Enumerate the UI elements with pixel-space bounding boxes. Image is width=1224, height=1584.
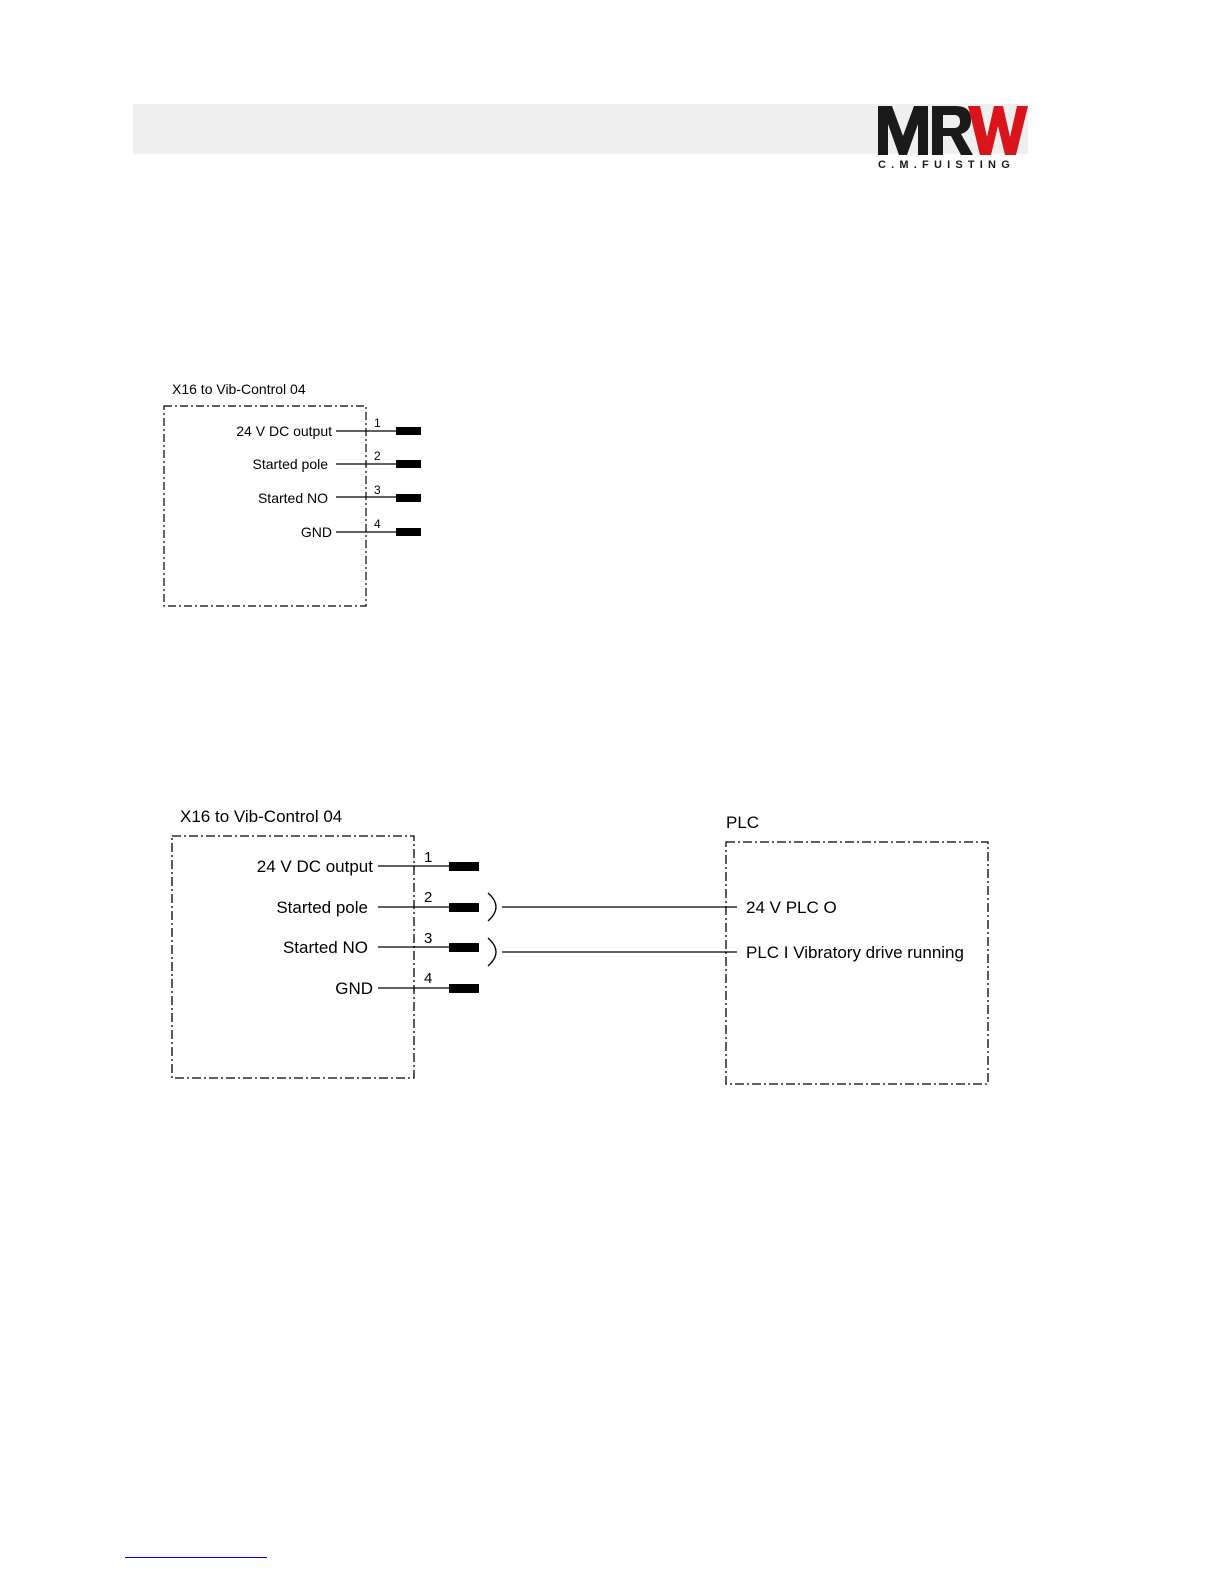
pin-number: 3 [374, 483, 381, 497]
connector-terminal [396, 494, 421, 502]
connector-terminal [449, 862, 479, 871]
plc-signal-2: PLC I Vibratory drive running [746, 943, 964, 962]
diagram-2-box-title: X16 to Vib-Control 04 [180, 807, 342, 826]
pin-number: 3 [424, 930, 432, 947]
diagram-2-pin-1: 24 V DC output 1 [257, 849, 479, 876]
pin-label: 24 V DC output [236, 423, 332, 439]
pin-label: Started pole [253, 456, 329, 472]
plc-title: PLC [726, 813, 759, 832]
diagram-1-pin-2: Started pole 2 [253, 449, 422, 472]
pin-label: Started NO [258, 490, 328, 506]
diagram-1-box-title: X16 to Vib-Control 04 [172, 381, 306, 397]
plug-socket [488, 893, 496, 921]
diagram-1: X16 to Vib-Control 04 24 V DC output 1 S… [164, 381, 421, 606]
diagram-1-pin-3: Started NO 3 [258, 483, 421, 506]
pin-number: 4 [424, 970, 432, 987]
footer-rule [125, 1557, 267, 1558]
pin-number: 2 [374, 449, 381, 463]
connector-terminal [449, 984, 479, 993]
diagram-1-pin-1: 24 V DC output 1 [236, 416, 421, 439]
pin-number: 4 [374, 517, 381, 531]
pin-number: 1 [424, 849, 432, 866]
pin-number: 2 [424, 889, 432, 906]
pin-label: GND [335, 979, 373, 998]
pin-label: 24 V DC output [257, 857, 374, 876]
diagram-2-pin-2: Started pole 2 [276, 889, 737, 921]
pin-number: 1 [374, 416, 381, 430]
diagram-2: X16 to Vib-Control 04 24 V DC output 1 S… [172, 807, 988, 1084]
connector-terminal [396, 528, 421, 536]
connector-terminal [396, 460, 421, 468]
diagram-1-pin-4: GND 4 [301, 517, 421, 540]
pin-label: Started NO [283, 938, 368, 957]
connector-terminal [449, 943, 479, 952]
plc-block: PLC 24 V PLC O PLC I Vibratory drive run… [726, 813, 988, 1084]
connector-terminal [449, 903, 479, 912]
pin-label: Started pole [276, 898, 368, 917]
diagram-2-pin-3: Started NO 3 [283, 930, 737, 966]
diagram-2-pin-4: GND 4 [335, 970, 479, 998]
pin-label: GND [301, 524, 332, 540]
plug-socket [488, 938, 496, 966]
connector-terminal [396, 427, 421, 435]
plc-signal-1: 24 V PLC O [746, 898, 837, 917]
plc-box [726, 842, 988, 1084]
